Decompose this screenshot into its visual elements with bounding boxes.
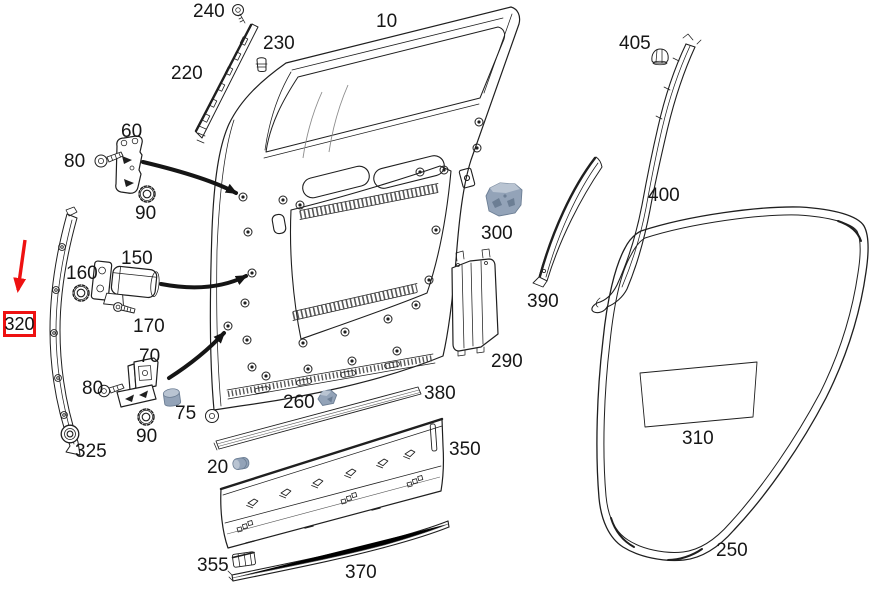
callout-370[interactable]: 370 xyxy=(345,562,377,583)
part-380-trim-strip[interactable] xyxy=(213,386,422,451)
highlight-arrow xyxy=(13,239,27,293)
part-10-door-shell[interactable] xyxy=(209,6,521,411)
part-160-nut[interactable] xyxy=(72,284,90,302)
part-300-spacer[interactable] xyxy=(485,182,523,217)
callout-310[interactable]: 310 xyxy=(682,428,714,449)
callout-80-upper[interactable]: 80 xyxy=(64,151,86,172)
part-370-sill-strip[interactable] xyxy=(227,520,450,582)
part-60-upper-hinge[interactable] xyxy=(115,135,143,194)
part-290-bracket[interactable] xyxy=(451,248,499,357)
part-250-door-seal[interactable] xyxy=(596,206,869,562)
part-170-bolt[interactable] xyxy=(113,302,136,314)
callout-20[interactable]: 20 xyxy=(207,457,229,478)
part-240-screw[interactable] xyxy=(232,4,246,24)
part-90-nut-upper[interactable] xyxy=(138,185,156,203)
callout-60[interactable]: 60 xyxy=(121,121,143,142)
part-80-screw-lower[interactable] xyxy=(97,383,125,398)
part-20-clip[interactable] xyxy=(232,457,250,471)
part-80-screw-upper[interactable] xyxy=(94,151,124,168)
part-220-window-trim[interactable] xyxy=(194,23,259,144)
callout-170[interactable]: 170 xyxy=(133,316,165,337)
door-grommet xyxy=(205,409,219,423)
part-230-clip[interactable] xyxy=(255,57,268,72)
callout-250[interactable]: 250 xyxy=(716,540,748,561)
part-310-label-patch[interactable] xyxy=(639,361,758,428)
part-400-pillar-trim[interactable] xyxy=(591,33,702,314)
callout-160[interactable]: 160 xyxy=(66,263,98,284)
callout-220[interactable]: 220 xyxy=(171,63,203,84)
callout-90-upper[interactable]: 90 xyxy=(135,203,157,224)
part-320-pillar-trim[interactable] xyxy=(49,206,81,456)
callout-400[interactable]: 400 xyxy=(648,185,680,206)
part-260-clip[interactable] xyxy=(317,389,338,406)
part-405-clip[interactable] xyxy=(651,48,669,66)
callout-300[interactable]: 300 xyxy=(481,223,513,244)
callout-240[interactable]: 240 xyxy=(193,1,225,22)
callout-290[interactable]: 290 xyxy=(491,351,523,372)
part-355-clip[interactable] xyxy=(231,551,256,568)
callout-80-lower[interactable]: 80 xyxy=(82,378,104,399)
callout-260[interactable]: 260 xyxy=(283,392,315,413)
highlighted-callout-320[interactable]: 320 xyxy=(3,311,36,337)
callout-350[interactable]: 350 xyxy=(449,439,481,460)
part-90-nut-lower[interactable] xyxy=(137,408,155,426)
callout-355[interactable]: 355 xyxy=(197,555,229,576)
callout-405[interactable]: 405 xyxy=(619,33,651,54)
callout-150[interactable]: 150 xyxy=(121,248,153,269)
part-70-lower-hinge[interactable] xyxy=(116,357,159,408)
callout-75[interactable]: 75 xyxy=(175,403,197,424)
part-325-grommet[interactable] xyxy=(60,424,80,444)
part-390-pillar-trim-rear[interactable] xyxy=(532,156,603,288)
callout-10[interactable]: 10 xyxy=(376,11,398,32)
callout-90-lower[interactable]: 90 xyxy=(136,426,158,447)
leader-arrows xyxy=(141,160,248,380)
callout-230[interactable]: 230 xyxy=(263,33,295,54)
callout-390[interactable]: 390 xyxy=(527,291,559,312)
part-350-lower-molding[interactable] xyxy=(219,417,444,549)
part-75-plug[interactable] xyxy=(162,388,182,407)
callout-70[interactable]: 70 xyxy=(139,346,161,367)
part-150-door-check[interactable] xyxy=(90,260,161,310)
callout-380[interactable]: 380 xyxy=(424,383,456,404)
callout-325[interactable]: 325 xyxy=(75,441,107,462)
